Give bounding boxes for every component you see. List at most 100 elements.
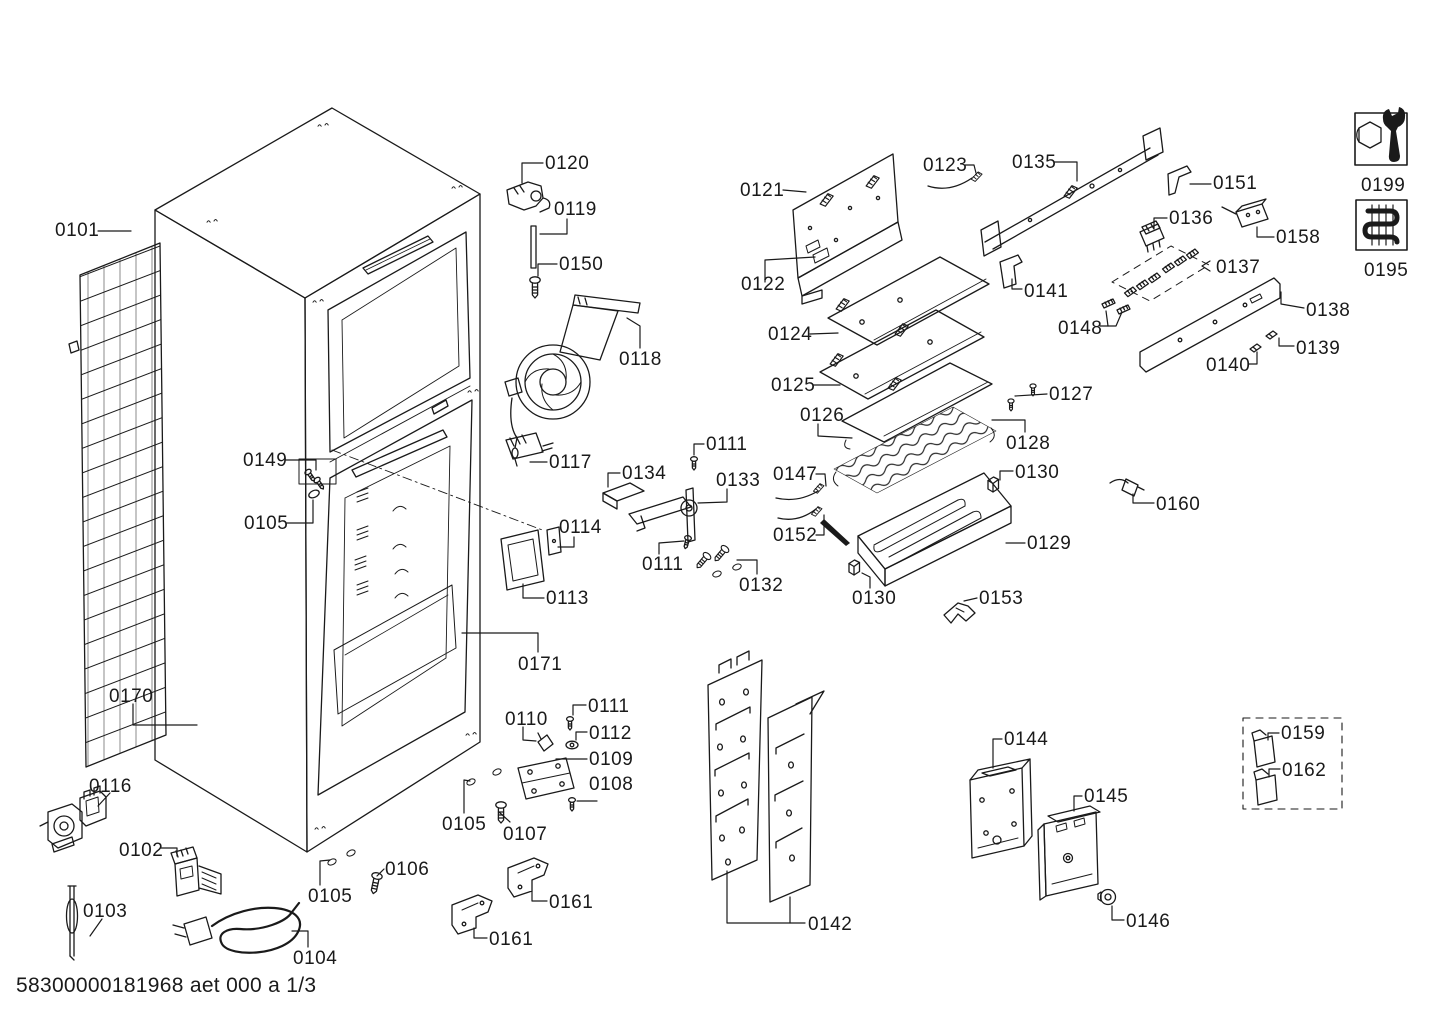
part-label-0107: 0107 xyxy=(503,824,548,845)
part-label-0112: 0112 xyxy=(589,723,632,744)
part-label-0105: 0105 xyxy=(308,886,353,907)
leader-line-0138 xyxy=(1280,291,1305,309)
leader-line-0132 xyxy=(736,559,758,575)
part-label-0121: 0121 xyxy=(740,180,785,201)
leader-line-0162 xyxy=(1268,768,1281,778)
plate-0114 xyxy=(546,526,562,556)
part-label-0130: 0130 xyxy=(1015,462,1060,483)
part-label-0127: 0127 xyxy=(1049,384,1094,405)
shelf-0126 xyxy=(841,362,993,450)
leader-line-0147 xyxy=(815,473,827,487)
leader-line-0110 xyxy=(522,726,537,742)
part-label-0149: 0149 xyxy=(243,450,288,471)
part-label-0134: 0134 xyxy=(622,463,667,484)
leader-line-0133 xyxy=(697,488,728,504)
part-label-0105: 0105 xyxy=(442,814,487,835)
part-label-0148: 0148 xyxy=(1058,318,1103,339)
leader-line-0170 xyxy=(132,703,198,726)
part-label-0160: 0160 xyxy=(1156,494,1201,515)
spares-box xyxy=(1242,717,1343,810)
bracket-0134 xyxy=(602,482,645,510)
leader-line-0153 xyxy=(963,597,978,602)
leader-line-0111 xyxy=(693,443,705,456)
part-label-0150: 0150 xyxy=(559,254,604,275)
switch-0117 xyxy=(505,432,554,467)
leader-line-0124 xyxy=(809,332,839,335)
leader-line-0104 xyxy=(291,930,309,948)
leader-line-0136 xyxy=(1153,217,1168,229)
leader-line-0140 xyxy=(1248,351,1258,365)
terminal-set-0137 xyxy=(1111,245,1210,302)
part-label-0104: 0104 xyxy=(293,948,338,969)
leader-line-0105 xyxy=(319,859,331,886)
hinge-pin-0119 xyxy=(530,225,537,269)
leader-line-0111 xyxy=(572,704,587,716)
part-label-0124: 0124 xyxy=(768,324,813,345)
part-label-0136: 0136 xyxy=(1169,208,1214,229)
bracket-0153 xyxy=(943,602,976,624)
mount-0144 xyxy=(969,758,1033,859)
part-label-0113: 0113 xyxy=(546,588,589,609)
shelf-0125 xyxy=(819,309,985,400)
bracket-0161-right xyxy=(507,857,549,898)
leader-line-0126 xyxy=(817,423,853,439)
leader-line-0127 xyxy=(1014,393,1048,397)
part-label-0162: 0162 xyxy=(1282,760,1327,781)
leader-line-0105 xyxy=(286,499,314,524)
leader-line-0114 xyxy=(557,536,575,548)
leader-line-0148 xyxy=(1099,311,1123,327)
leader-line-0161 xyxy=(531,890,548,902)
leader-line-0149 xyxy=(285,459,317,471)
part-label-0161: 0161 xyxy=(549,892,594,913)
leader-line-0134 xyxy=(607,472,621,488)
cabinet xyxy=(154,107,546,853)
part-label-0128: 0128 xyxy=(1006,433,1051,454)
bracket-0141 xyxy=(999,254,1023,289)
part-label-0132: 0132 xyxy=(739,575,784,596)
dryer-tube-0103 xyxy=(65,885,79,961)
part-label-0126: 0126 xyxy=(800,405,845,426)
trim-strip-0138 xyxy=(1139,277,1281,373)
part-label-0106: 0106 xyxy=(385,859,430,880)
leader-line-0152 xyxy=(815,514,825,536)
leader-line-0111 xyxy=(658,540,685,555)
heater-wire-0147 xyxy=(775,482,827,501)
leader-line-0141 xyxy=(1011,278,1023,290)
part-label-0101: 0101 xyxy=(55,220,100,241)
leader-line-0123 xyxy=(964,164,977,174)
part-label-0158: 0158 xyxy=(1276,227,1321,248)
part-label-0159: 0159 xyxy=(1281,723,1326,744)
part-label-0138: 0138 xyxy=(1306,300,1351,321)
leader-line-0148 xyxy=(1105,310,1109,327)
document-number: 58300000181968 aet 000 a 1/3 xyxy=(16,974,317,997)
leader-line-0160 xyxy=(1132,493,1155,504)
leader-line-0144 xyxy=(992,738,1003,769)
cover-panel-left-0142 xyxy=(707,650,763,881)
cover-plate-0113 xyxy=(500,529,545,591)
leader-line-0106 xyxy=(376,868,385,877)
part-label-0144: 0144 xyxy=(1004,729,1049,750)
bracket-0161-left xyxy=(451,894,493,935)
part-label-0120: 0120 xyxy=(545,153,590,174)
leader-line-0159 xyxy=(1267,732,1280,741)
part-label-0103: 0103 xyxy=(83,901,128,922)
leader-line-0137 xyxy=(1201,260,1211,272)
leader-line-0103 xyxy=(89,918,103,937)
part-label-0141: 0141 xyxy=(1024,281,1069,302)
rail-0135 xyxy=(980,127,1164,257)
condenser-coil xyxy=(68,242,167,768)
part-label-0129: 0129 xyxy=(1027,533,1072,554)
leader-line-0102 xyxy=(160,847,178,857)
clip-0110 xyxy=(537,732,554,752)
service-wrench-icon xyxy=(1354,107,1408,166)
leader-line-0142 xyxy=(726,870,806,924)
thermostat-0116 xyxy=(39,785,107,853)
rear-panel-0121 xyxy=(792,153,903,305)
power-cord-0104 xyxy=(172,901,302,954)
part-label-0125: 0125 xyxy=(771,375,816,396)
part-label-0116: 0116 xyxy=(89,776,132,797)
leader-line-0145 xyxy=(1073,795,1083,812)
hinge-bracket-0120 xyxy=(506,181,551,213)
